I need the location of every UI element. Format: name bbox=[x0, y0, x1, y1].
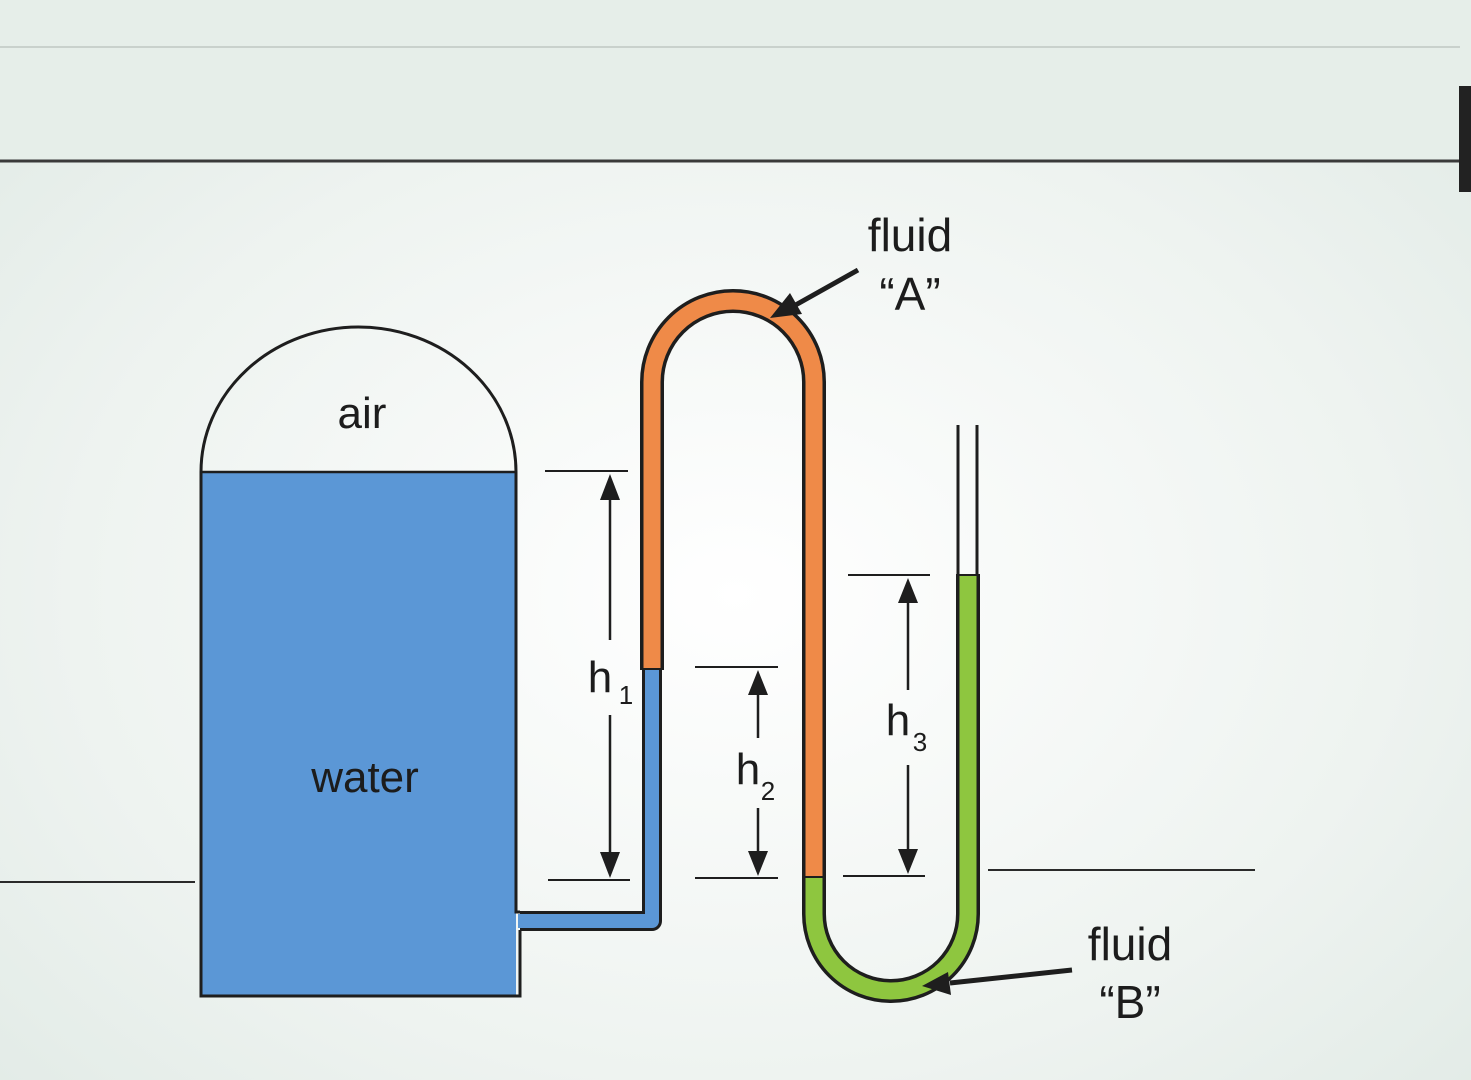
h1-arrow-up bbox=[600, 474, 620, 500]
fluid-b-callout: fluid “B” bbox=[922, 918, 1172, 1028]
fluid-b-pointer-line bbox=[949, 967, 1073, 986]
h1-subscript: 1 bbox=[619, 680, 633, 710]
h1-arrow-down bbox=[600, 852, 620, 878]
fluid-a-pointer-head bbox=[770, 293, 802, 318]
tank-water bbox=[201, 472, 516, 996]
h2-subscript: 2 bbox=[761, 776, 775, 806]
fluid-b-label-line1: fluid bbox=[1088, 918, 1172, 970]
water-label: water bbox=[310, 753, 419, 802]
fluid-a-column bbox=[643, 292, 823, 878]
h2-dimension: h 2 bbox=[695, 666, 778, 879]
fluid-a-label-line2: “A” bbox=[879, 268, 940, 320]
h2-arrow-down bbox=[748, 851, 768, 876]
h3-dimension: h 3 bbox=[843, 574, 930, 877]
h1-dimension: h 1 bbox=[545, 470, 633, 881]
h2-label: h bbox=[736, 745, 760, 794]
right-edge-bar bbox=[1459, 86, 1471, 192]
fluid-b-pointer-head bbox=[922, 972, 951, 995]
air-label: air bbox=[338, 389, 387, 438]
h2-arrow-up bbox=[748, 670, 768, 695]
outlet-pipe-water bbox=[518, 668, 659, 928]
h3-subscript: 3 bbox=[913, 727, 927, 757]
h3-arrow-up bbox=[898, 578, 918, 603]
h3-arrow-down bbox=[898, 849, 918, 874]
h1-label: h bbox=[588, 653, 612, 702]
top-band bbox=[0, 0, 1471, 160]
tank-outline bbox=[199, 325, 522, 998]
fluid-b-column bbox=[805, 575, 977, 1000]
fluid-a-pointer-line bbox=[790, 267, 860, 310]
fluid-a-callout: fluid “A” bbox=[770, 209, 952, 320]
h3-label: h bbox=[886, 696, 910, 745]
fluid-b-label-line2: “B” bbox=[1099, 976, 1160, 1028]
tank: air water bbox=[199, 325, 522, 998]
fluid-a-label-line1: fluid bbox=[868, 209, 952, 261]
